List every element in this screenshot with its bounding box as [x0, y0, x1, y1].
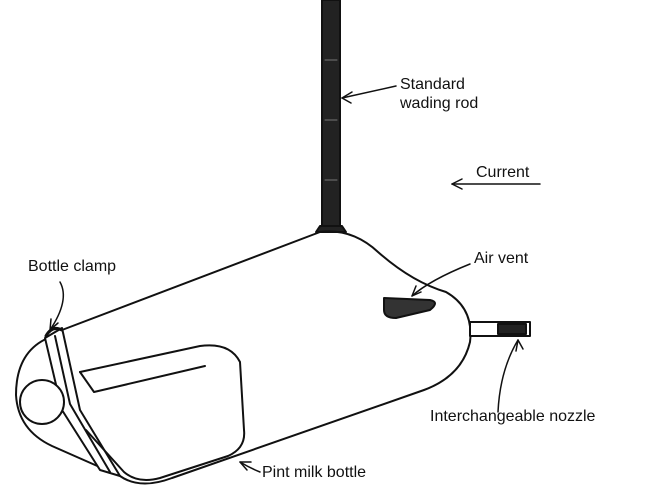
- air-vent: [383, 297, 436, 319]
- nozzle-label: Interchangeable nozzle: [430, 408, 596, 425]
- leader-lines: [49, 85, 541, 473]
- rod-label-line2: wading rod: [400, 95, 479, 112]
- rod-label-line1: Standard: [400, 76, 465, 93]
- milk-bottle: [79, 344, 246, 481]
- sampler-body: [15, 230, 472, 485]
- bottle-clamp: [19, 327, 121, 477]
- bottle-label: Pint milk bottle: [262, 464, 367, 481]
- air-vent-label: Air vent: [474, 250, 529, 267]
- bottle-clamp-label: Bottle clamp: [28, 258, 117, 275]
- current-label: Current: [476, 164, 530, 181]
- nozzle: [469, 321, 531, 337]
- wading-rod: [315, 0, 347, 233]
